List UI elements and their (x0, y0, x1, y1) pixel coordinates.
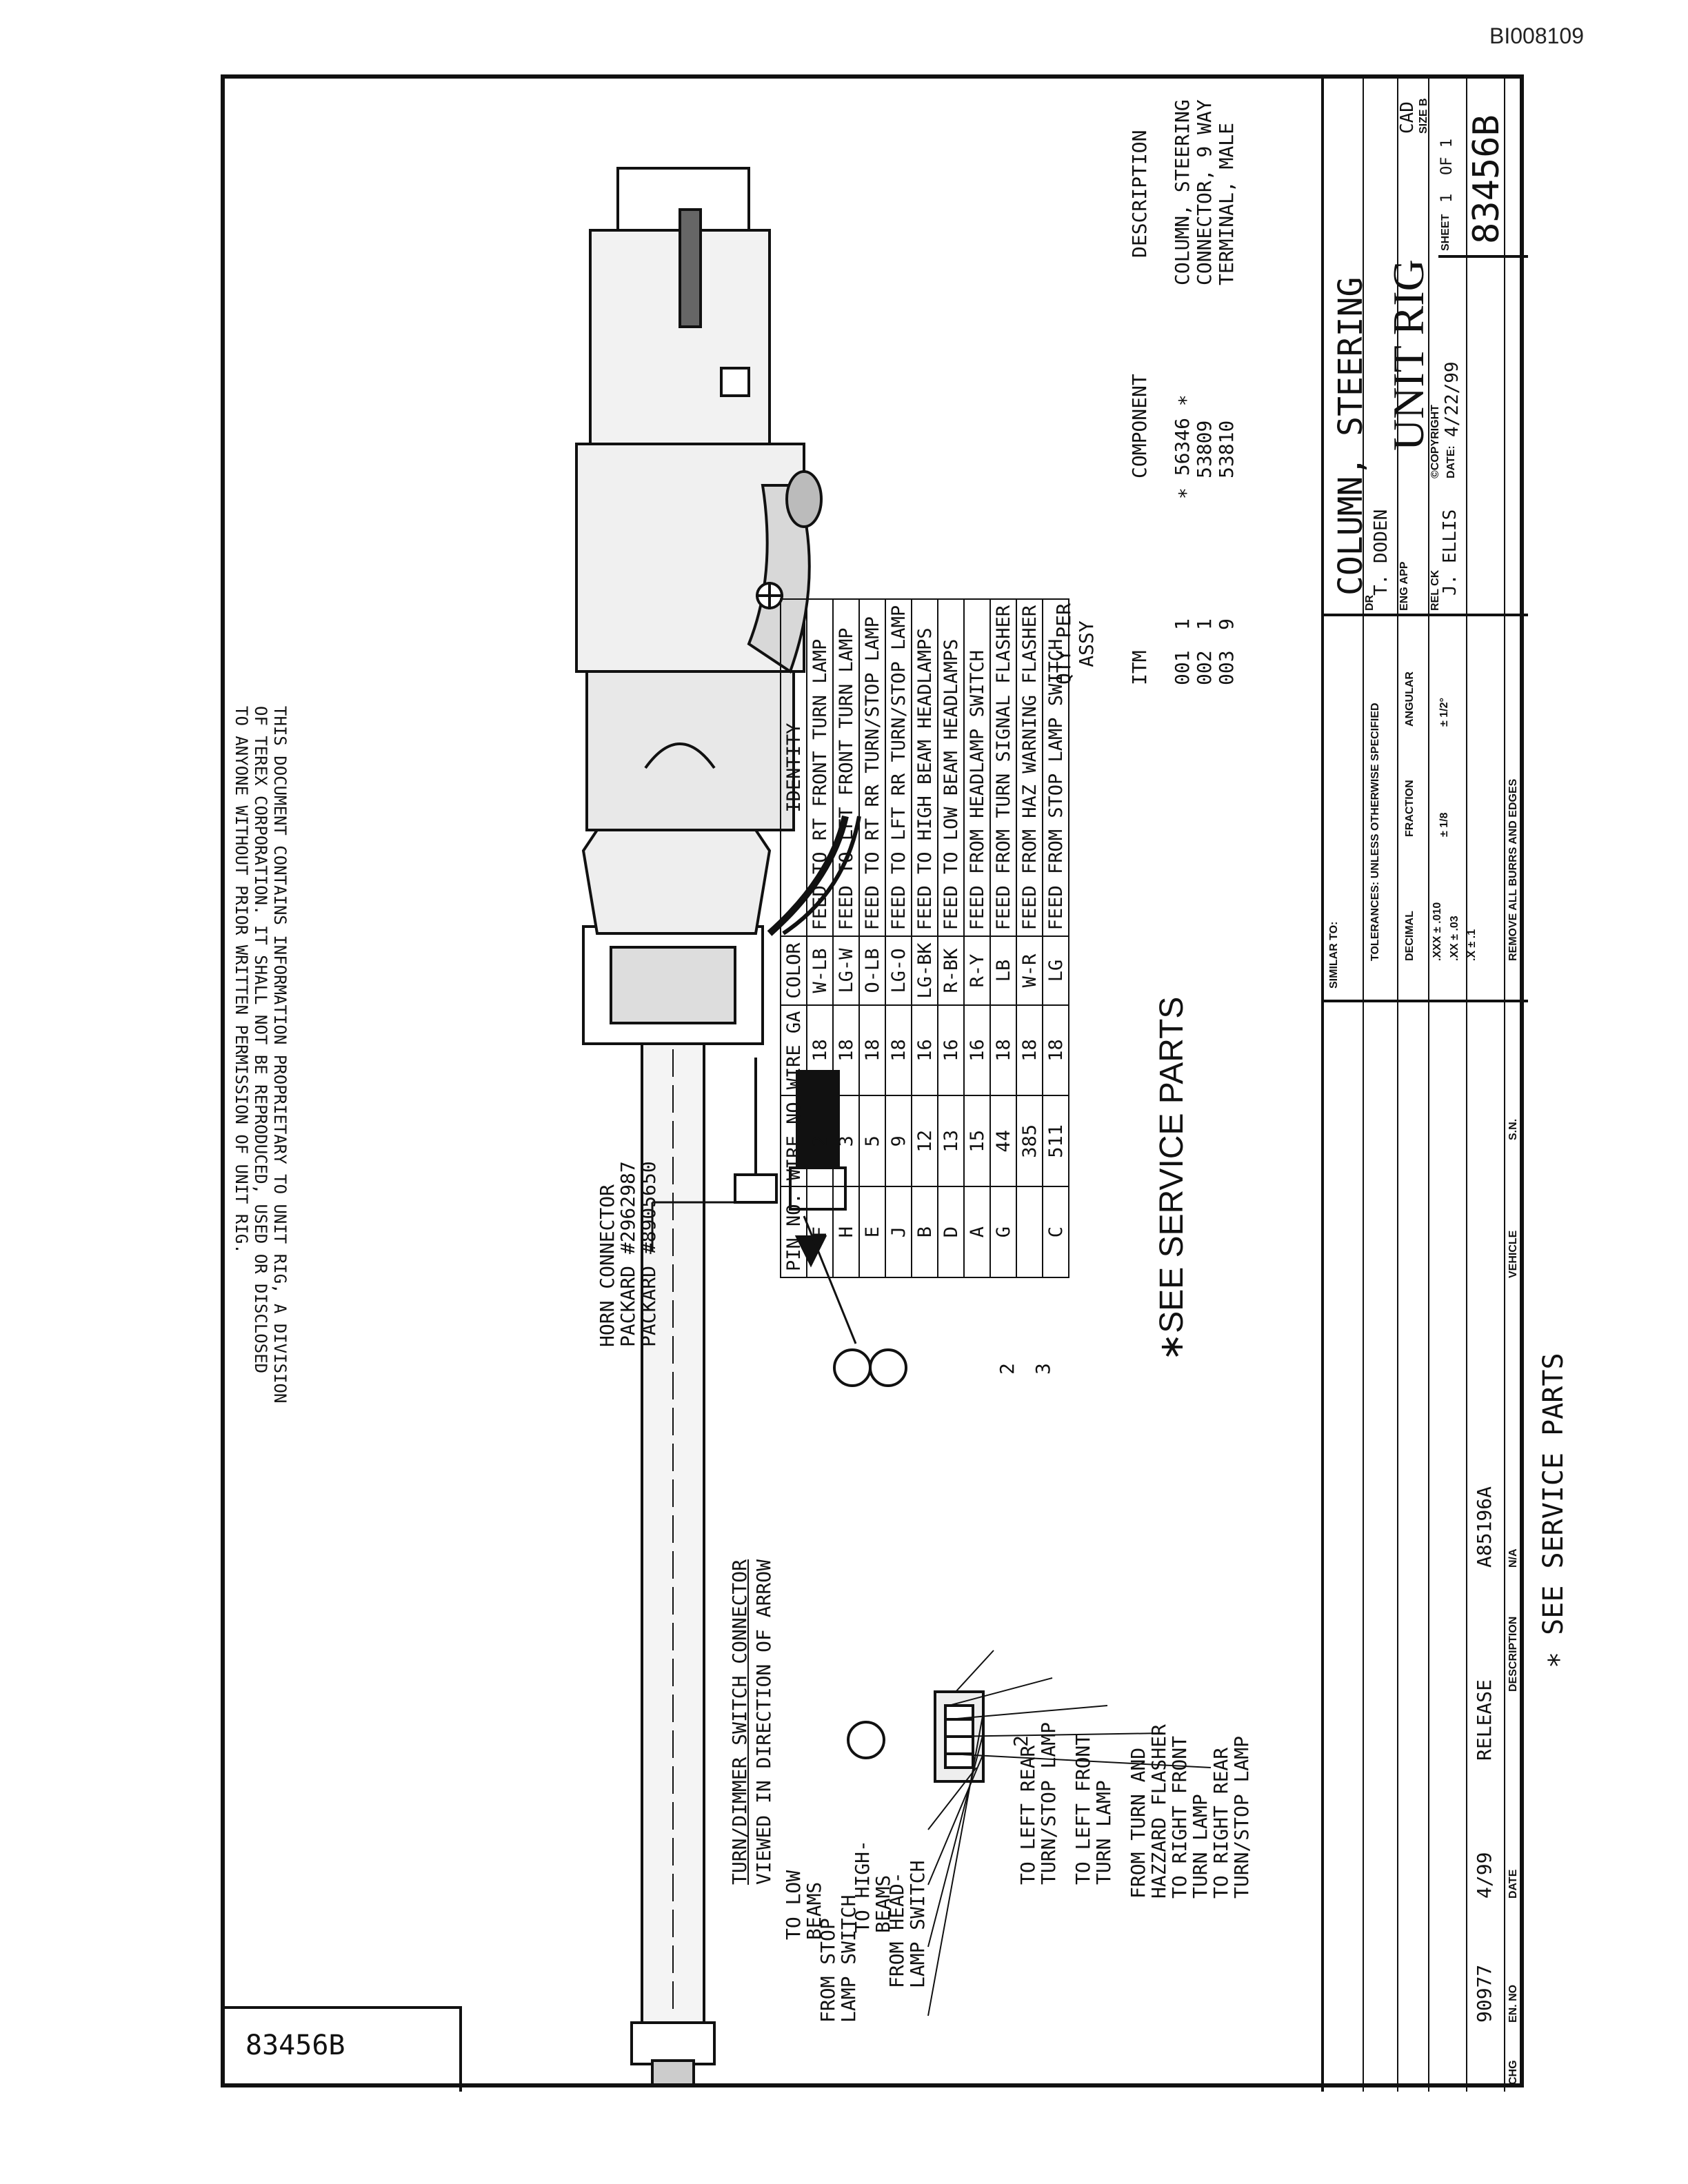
col-wire-no: WIRE NO (781, 1095, 807, 1187)
rev-en-no: 90977 (1473, 1964, 1496, 2023)
parts-header-itm: ITM (1128, 650, 1151, 685)
tolerances: TOLERANCES: UNLESS OTHERWISE SPECIFIED (1369, 702, 1381, 961)
parts-itm-3: 003 (1215, 650, 1238, 685)
rev-ref: A85196A (1473, 1486, 1496, 1568)
parts-qty-1: 1 (1171, 618, 1194, 630)
parts-header-component: COMPONENT (1128, 374, 1151, 478)
connector-view-subtitle: VIEWED IN DIRECTION OF ARROW (752, 1559, 775, 1885)
vehicle-label: VEHICLE (1507, 1230, 1519, 1278)
rotated-sheet: 2 3 2 HORN CONNECTOR PACKARD #2962987 PA… (225, 79, 1528, 2092)
rev-date: 4/99 (1473, 1852, 1496, 1899)
balloon-2: 2 (996, 1363, 1018, 1375)
chg-label: CHG (1507, 2060, 1519, 2085)
col-identity: IDENTITY (781, 598, 807, 937)
parts-itm-1: 001 (1171, 650, 1194, 685)
sheet-label: SHEET (1440, 214, 1451, 251)
proprietary-notice: THIS DOCUMENT CONTAINS INFORMATION PROPR… (232, 706, 290, 1404)
connector-view-title: TURN/DIMMER SWITCH CONNECTOR (728, 1559, 751, 1885)
parts-component-1: ∗ 56346 ∗ (1171, 394, 1194, 499)
label-low-beams: TO LOW BEAMS (782, 1870, 825, 1940)
drawing-sheet: 2 3 2 HORN CONNECTOR PACKARD #2962987 PA… (221, 74, 1528, 2092)
dr-name: T. DODEN (1371, 509, 1391, 596)
parts-qty-3: 9 (1215, 618, 1238, 630)
sheet-of: OF 1 (1438, 139, 1456, 175)
cad-label: CAD (1397, 101, 1418, 134)
en-no-label: EN. NO (1507, 1984, 1519, 2023)
corner-drawing-number: 83456B (245, 2030, 345, 2061)
horn-connector-callout: HORN CONNECTOR PACKARD #2962987 PACKARD … (596, 1161, 660, 1347)
rel-ck-name: J. ELLIS (1440, 509, 1460, 596)
parts-description-2: CONNECTOR, 9 WAY (1193, 99, 1216, 285)
parts-description-3: TERMINAL, MALE (1215, 122, 1238, 285)
horn-line-1: HORN CONNECTOR (596, 1184, 619, 1347)
sheet-no: 1 (1438, 193, 1456, 203)
horn-line-2: PACKARD #2962987 (616, 1161, 639, 1347)
rev-desc-label: DESCRIPTION (1507, 1616, 1519, 1692)
tol-fraction: FRACTION (1404, 780, 1416, 837)
steering-column-drawing (575, 167, 1212, 2086)
document-id: BI008109 (1489, 23, 1585, 48)
title-block-company: UNIT RIG (1384, 259, 1433, 451)
parts-header-qty: QTY PER ASSY (1052, 603, 1098, 685)
rev-na: N/A (1507, 1548, 1519, 1568)
col-pin: PIN NO. (781, 1186, 807, 1277)
label-right-rear: TO RIGHT REAR TURN/STOP LAMP (1209, 1735, 1253, 1899)
see-service-parts-note: ∗ SEE SERVICE PARTS (1538, 1353, 1569, 1668)
parts-description-1: COLUMN, STEERING (1171, 99, 1194, 285)
copyright: ©COPYRIGHT (1429, 405, 1441, 478)
tol-frac: ± 1/8 (1438, 812, 1450, 837)
label-left-rear: TO LEFT REAR TURN/STOP LAMP (1016, 1721, 1060, 1885)
tol-angular: ANGULAR (1404, 671, 1416, 727)
parts-component-3: 53810 (1215, 420, 1238, 478)
parts-qty-2: 1 (1193, 618, 1216, 630)
col-wire-ga: WIRE GA (781, 1004, 807, 1096)
similar-to: SIMILAR TO: (1328, 921, 1340, 989)
eng-app-label: ENG APP (1398, 561, 1410, 611)
see-service-parts-large: ∗SEE SERVICE PARTS (1154, 996, 1190, 1361)
rev-date-label: DATE (1507, 1869, 1519, 1899)
tol-1: .XXX ± .010 (1431, 902, 1443, 961)
title-date: 4/22/99 (1442, 361, 1463, 437)
title-block-title: COLUMN, STEERING (1332, 276, 1370, 596)
label-left-front: TO LEFT FRONT TURN LAMP (1072, 1733, 1115, 1885)
date-label: DATE: (1445, 445, 1457, 478)
size-label: SIZE B (1418, 98, 1429, 134)
parts-header-description: DESCRIPTION (1128, 130, 1151, 258)
tol-decimal: DECIMAL (1404, 911, 1416, 961)
tol-ang: ± 1/2° (1438, 698, 1450, 727)
dr-label: DR (1364, 594, 1376, 611)
tol-3: .X ± .1 (1466, 929, 1478, 961)
remove-burrs: REMOVE ALL BURRS AND EDGES (1507, 778, 1519, 961)
s-n-label: S.N. (1507, 1118, 1519, 1140)
parts-component-2: 53809 (1193, 420, 1216, 478)
label-right-front: TO RIGHT FRONT TURN LAMP (1168, 1735, 1212, 1899)
balloon-3: 3 (1032, 1363, 1054, 1375)
horn-line-3: PACKARD #8905650 (637, 1161, 660, 1347)
drawing-number: 83456B (1466, 114, 1507, 244)
col-color: COLOR (781, 936, 807, 1005)
label-turn-hazard: FROM TURN AND HAZZARD FLASHER (1127, 1724, 1170, 1899)
identity-table: PIN NO. WIRE NO WIRE GA COLOR IDENTITY F… (780, 598, 1069, 1278)
rev-description: RELEASE (1473, 1679, 1496, 1761)
tol-2: .XX ± .03 (1449, 916, 1460, 961)
parts-itm-2: 002 (1193, 650, 1216, 685)
